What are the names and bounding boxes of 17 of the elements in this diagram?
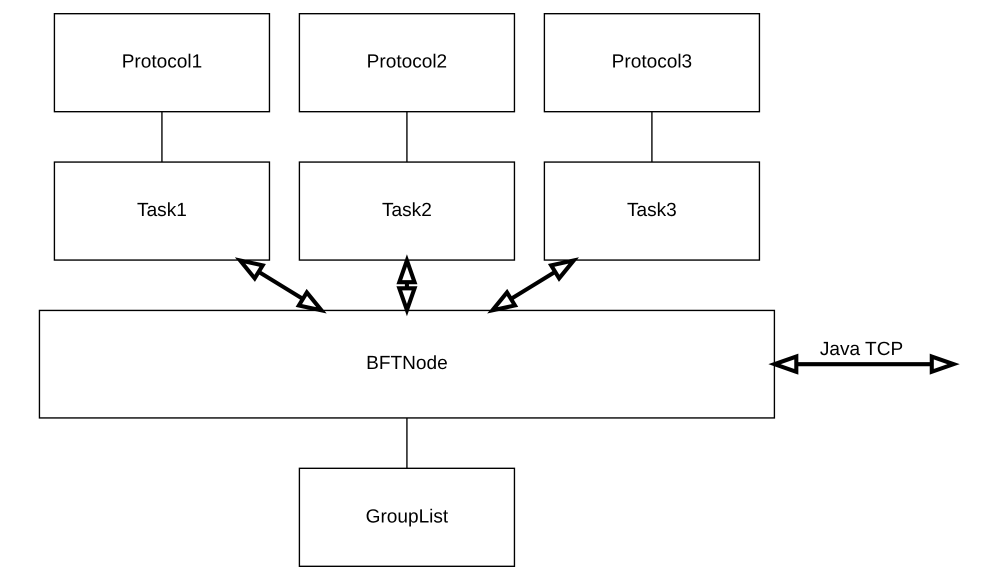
- arrow: [486, 257, 578, 314]
- node-box: Protocol2: [298, 13, 515, 112]
- connector: [406, 418, 408, 468]
- edge-label: Java TCP: [819, 338, 902, 360]
- arrow: [768, 354, 960, 375]
- connector: [650, 112, 652, 162]
- node-box: GroupList: [298, 468, 515, 567]
- arrow: [396, 254, 417, 316]
- node-box: Task3: [543, 161, 760, 261]
- connector: [406, 112, 408, 162]
- node-box: Protocol3: [543, 13, 760, 112]
- arrow: [234, 257, 326, 314]
- node-box: Task2: [298, 161, 515, 261]
- node-box: Protocol1: [53, 13, 270, 112]
- connector: [160, 112, 162, 162]
- node-box: BFTNode: [38, 310, 775, 419]
- node-box: Task1: [53, 161, 270, 261]
